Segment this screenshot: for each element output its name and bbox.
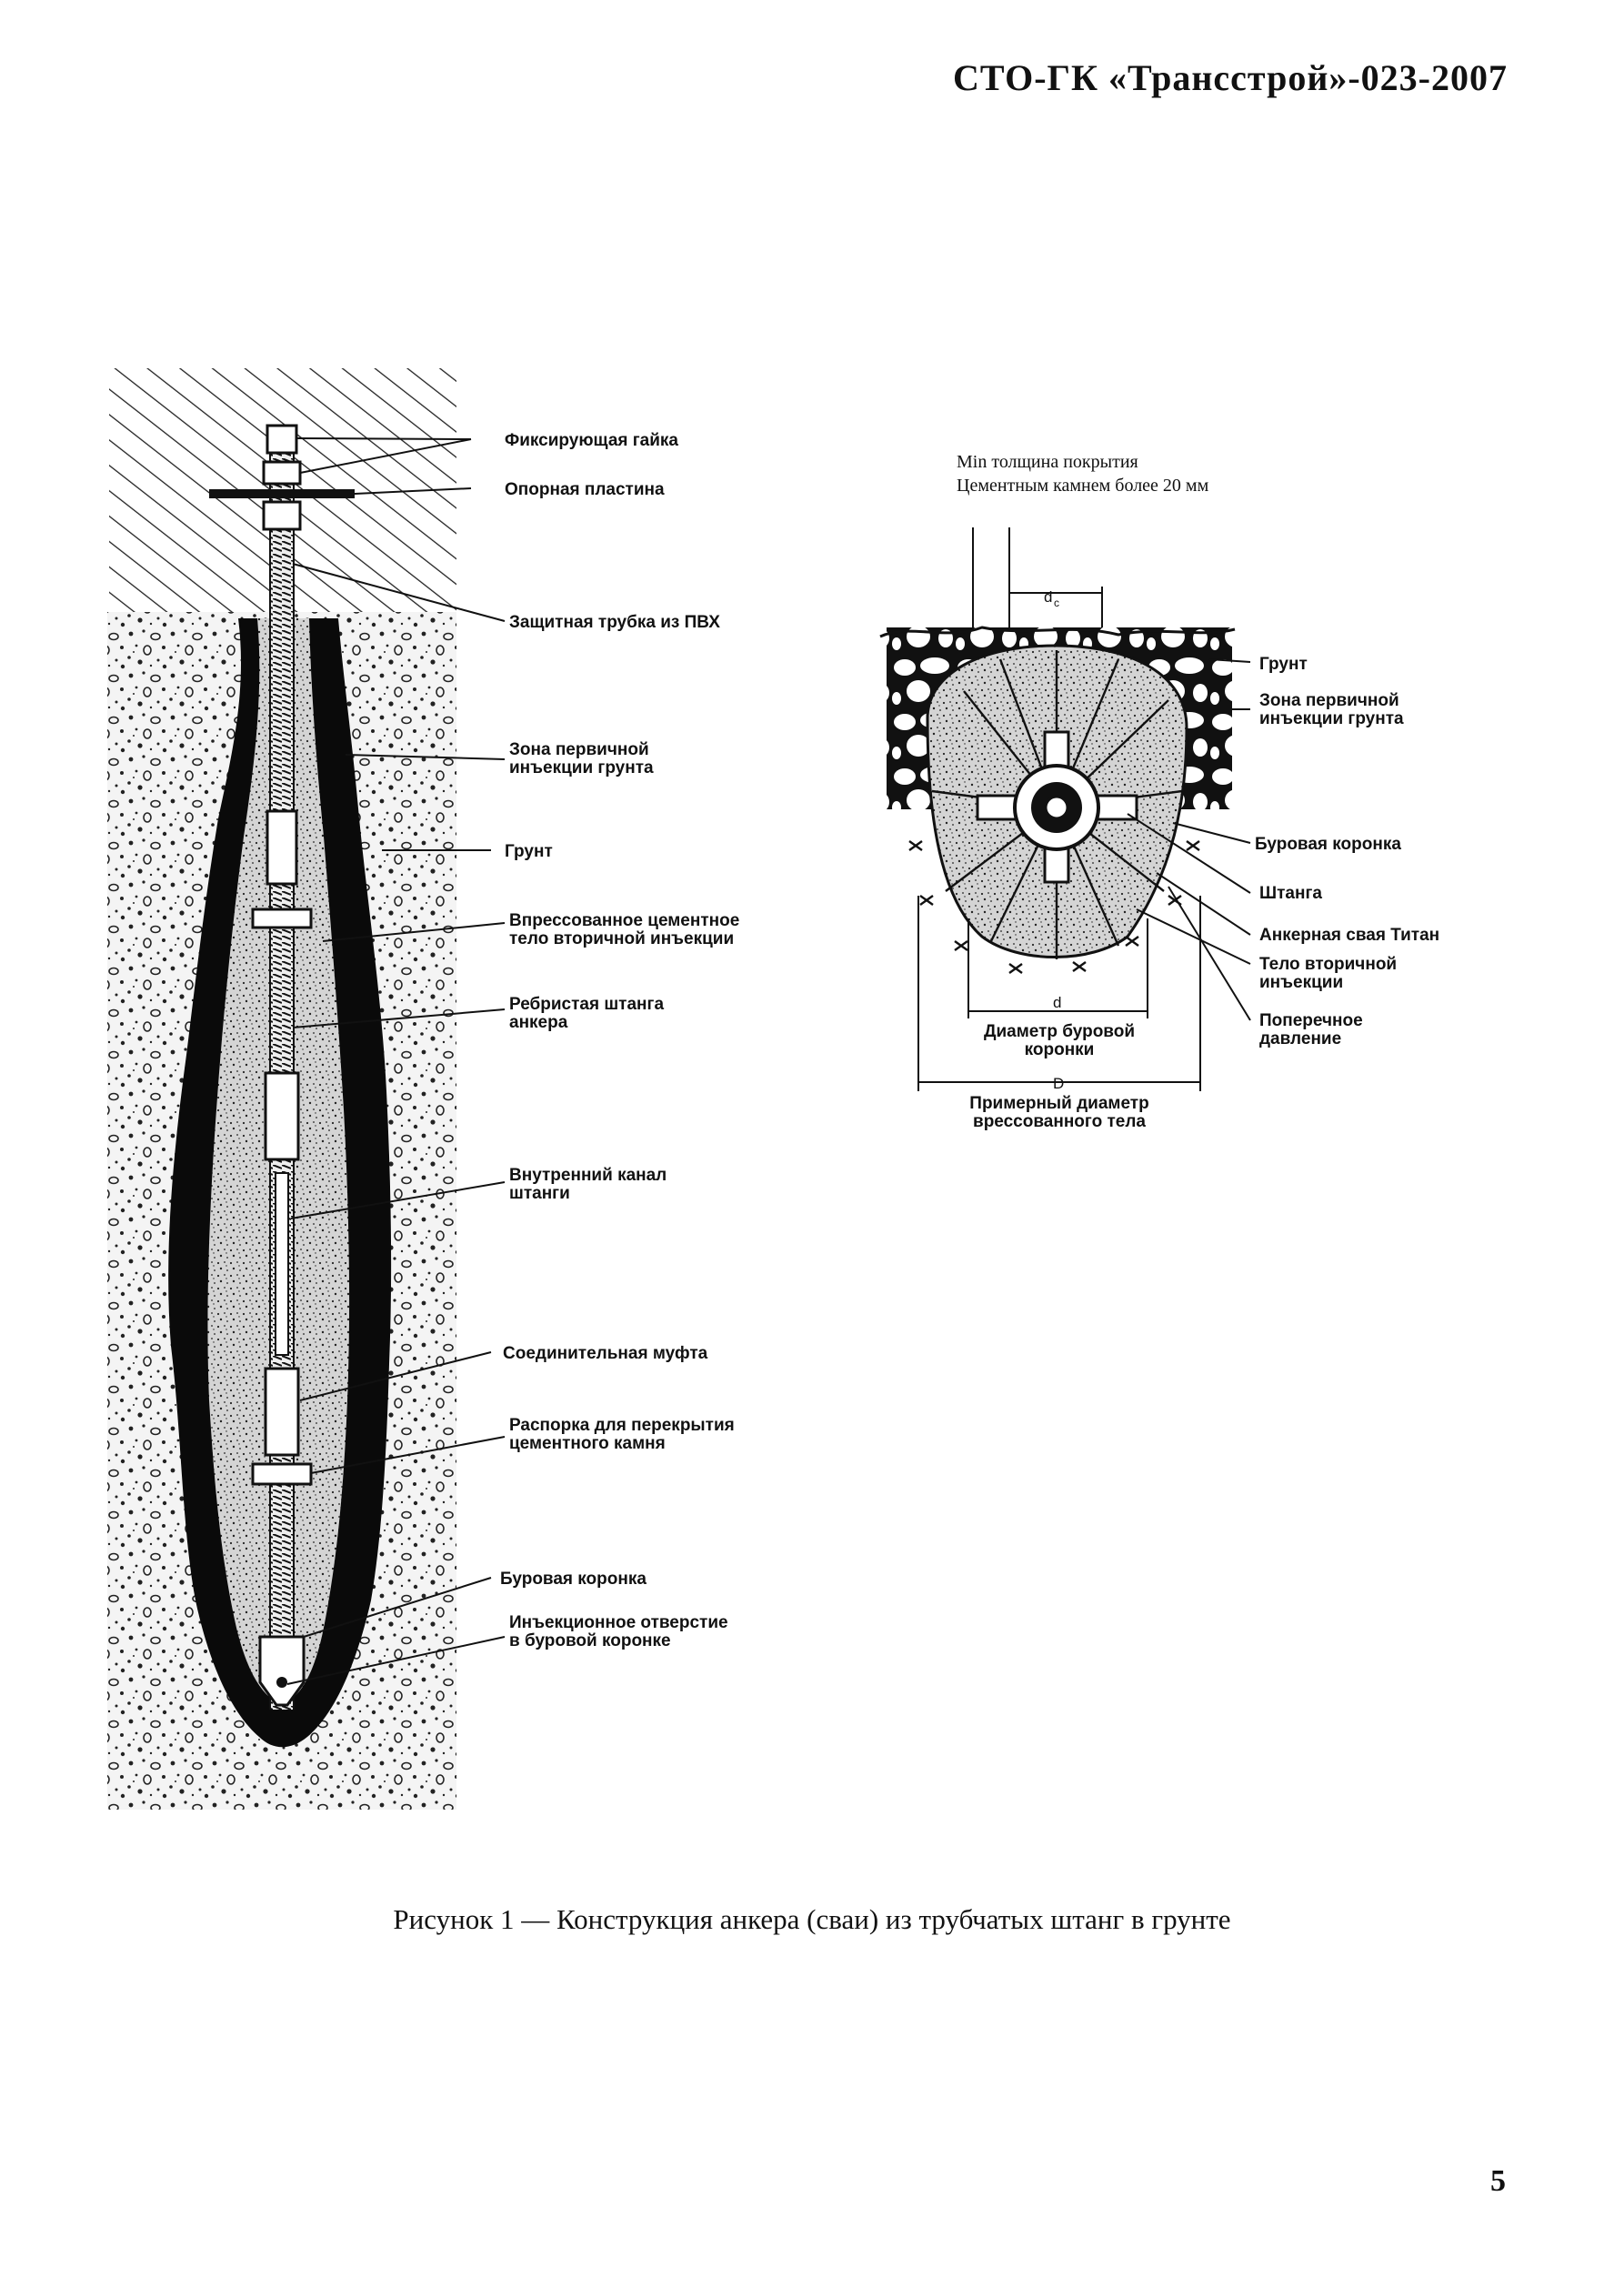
label-r-titan-pile: Анкерная свая Титан [1259, 926, 1439, 945]
figure-caption: Рисунок 1 — Конструкция анкера (сваи) из… [393, 1903, 1231, 1935]
label-pvc-tube: Защитная трубка из ПВХ [509, 613, 720, 632]
page-number: 5 [1490, 2164, 1506, 2198]
soil-top-edge [879, 626, 1236, 638]
spacer-2 [251, 1462, 313, 1486]
label-coupling: Соединительная муфта [503, 1344, 708, 1363]
bearing-plate [209, 489, 355, 498]
anchor-figure: Фиксирующая гайка Опорная пластина Защит… [107, 368, 1439, 1810]
dim-D: D [1053, 1075, 1064, 1092]
label-drill-bit: Буровая коронка [500, 1570, 647, 1589]
dim-dc-sub: c [1054, 597, 1059, 609]
rod-inner-channel [1044, 795, 1069, 820]
coupling-1 [266, 809, 298, 886]
fixing-nut-top [266, 424, 298, 455]
label-fixing-nut: Фиксирующая гайка [505, 431, 678, 450]
label-r-soil: Грунт [1259, 655, 1308, 674]
label-r-rod: Штанга [1259, 884, 1322, 903]
coupling-3 [264, 1367, 300, 1457]
dim-dc: d [1044, 588, 1052, 606]
anchor-longitudinal-section: Фиксирующая гайка Опорная пластина Защит… [107, 368, 739, 1810]
inner-channel [275, 1172, 289, 1356]
dim-d: d [1053, 994, 1061, 1011]
injection-hole [276, 1677, 287, 1688]
left-labels: Фиксирующая гайка Опорная пластина Защит… [500, 431, 739, 1650]
label-bearing-plate: Опорная пластина [505, 480, 665, 499]
coupling-2 [264, 1071, 300, 1161]
document-code-header: СТО-ГК «Трансстрой»-023-2007 [953, 57, 1508, 98]
label-soil: Грунт [505, 842, 553, 861]
spacer-1 [251, 908, 313, 929]
label-r-drill-bit: Буровая коронка [1255, 835, 1401, 854]
fixing-nut-bottom [262, 500, 302, 531]
fixing-nut-mid [262, 460, 302, 486]
